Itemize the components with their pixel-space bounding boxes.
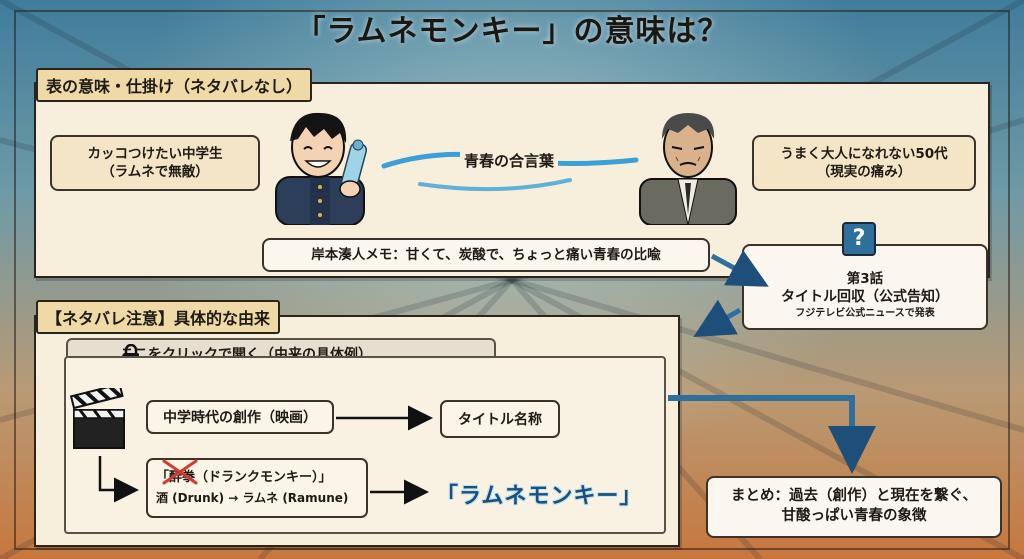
summary-box: まとめ：過去（創作）と現在を繋ぐ、 甘酸っぱい青春の象徴 xyxy=(706,476,1002,538)
flow-title-name: タイトル名称 xyxy=(440,400,560,438)
adult-line1: うまく大人になれない50代 xyxy=(780,145,948,162)
memo-to-episode-arrow xyxy=(710,250,769,287)
youth-password-label: 青春の合言葉 xyxy=(460,150,559,171)
teen-boy-illustration xyxy=(275,112,368,225)
memo-text: 岸本湊人メモ：甘くて、炭酸で、ちょっと痛い青春の比喩 xyxy=(311,246,661,263)
teen-line1: カッコつけたい中学生 xyxy=(87,145,223,162)
adult-description-box: うまく大人になれない50代 （現実の痛み） xyxy=(752,135,976,191)
summary-line2: 甘酸っぱい青春の象徴 xyxy=(781,508,927,524)
flow-title-name-label: タイトル名称 xyxy=(458,412,542,428)
flow-junior-high-film-label: 中学時代の創作（映画） xyxy=(163,410,317,426)
question-icon: ? xyxy=(842,222,876,256)
drunk-monkey-box: 「酔拳（ドランクモンキー）」 酒 (Drunk) → ラムネ (Ramune) xyxy=(146,458,368,518)
clapperboard-icon xyxy=(70,388,125,449)
clapper-to-drunk-arrow xyxy=(98,456,139,503)
episode-title-box: 第3話 タイトル回収（公式告知） フジテレビ公式ニュースで発表 xyxy=(742,244,988,330)
teen-line2: （ラムネで無敵） xyxy=(101,164,209,180)
teen-description-box: カッコつけたい中学生 （ラムネで無敵） xyxy=(50,135,260,191)
episode-title-reveal: タイトル回収（公式告知） xyxy=(781,288,949,305)
episode-source: フジテレビ公式ニュースで発表 xyxy=(795,307,935,319)
drunk-monkey-line1: 「酔拳（ドランクモンキー）」 xyxy=(156,470,332,485)
episode-number: 第3話 xyxy=(846,270,884,287)
summary-line1: まとめ：過去（創作）と現在を繋ぐ、 xyxy=(730,488,978,505)
outer-frame xyxy=(14,10,1010,550)
surface-meaning-tab: 表の意味・仕掛け（ネタバレなし） xyxy=(36,68,313,102)
flow-junior-high-film: 中学時代の創作（映画） xyxy=(146,400,334,434)
spoiler-origin-tab: 【ネタバレ注意】具体的な由来 xyxy=(36,300,281,334)
adult-line2: （現実の痛み） xyxy=(816,164,912,180)
memo-box: 岸本湊人メモ：甘くて、炭酸で、ちょっと痛い青春の比喩 xyxy=(262,238,710,272)
spoiler-to-summary-arrow xyxy=(668,395,876,474)
adult-man-illustration xyxy=(639,113,737,225)
page-title: 「ラムネモンキー」の意味は？ xyxy=(295,14,729,49)
strike-cross-icon xyxy=(162,459,198,485)
ramune-monkey-result: 「ラムネモンキー」 xyxy=(436,484,643,509)
drunk-monkey-line2: 酒 (Drunk) → ラムネ (Ramune) xyxy=(156,490,349,505)
episode-to-spoiler-arrow xyxy=(693,299,742,338)
